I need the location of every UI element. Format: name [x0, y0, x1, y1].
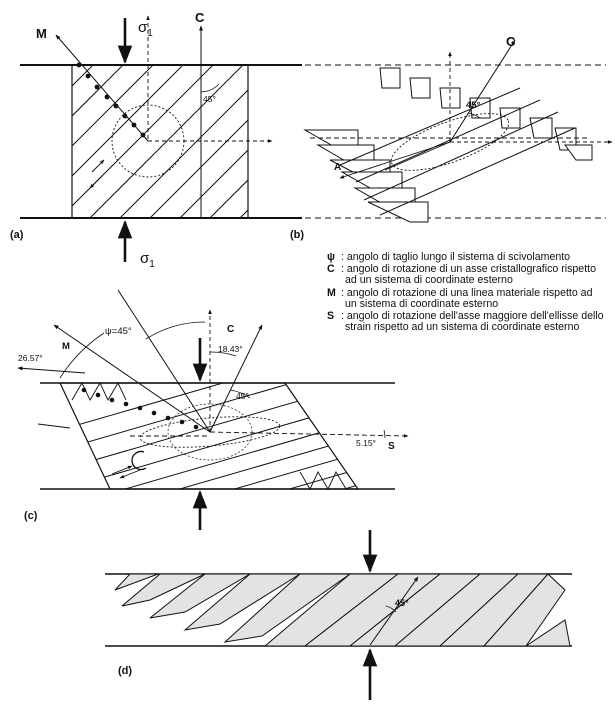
angle-s-c: 5.15° — [356, 438, 376, 448]
strain-ellipse-b — [390, 113, 510, 171]
legend-symbol: C — [327, 263, 335, 276]
c-label-a: C — [195, 10, 205, 25]
panel-d: 45° (d) — [105, 530, 572, 700]
angle-inner-c: 45° — [236, 391, 249, 401]
c-label-b: C — [506, 34, 516, 49]
panel-label-b: (b) — [290, 229, 304, 241]
angle-c-c: 18.43° — [218, 344, 243, 354]
legend-text: : angolo di rotazione di un asse cristal… — [341, 263, 596, 287]
slip-lines-a — [72, 65, 248, 218]
angle-a: 45° — [203, 94, 216, 104]
slip-lines-c — [60, 383, 358, 489]
legend-text: : angolo di rotazione dell'asse maggiore… — [341, 310, 604, 334]
panel-a: M σ1 σ1 C 45° (a) — [10, 10, 302, 270]
legend-text: : angolo di taglio lungo il sistema di s… — [341, 251, 571, 263]
legend-symbol: S — [327, 310, 335, 323]
sigma-label-bottom-a: σ1 — [140, 250, 155, 270]
legend: ψ : angolo di taglio lungo il sistema di… — [327, 251, 607, 334]
legend-symbol: M — [327, 286, 336, 299]
s-label-c: S — [388, 441, 395, 452]
angle-m-c: 26.57° — [18, 353, 43, 363]
c-label-c: C — [227, 324, 234, 335]
legend-text: : angolo di rotazione di una linea mater… — [341, 286, 593, 310]
angle-d: 45° — [395, 598, 409, 608]
axis-d — [369, 576, 419, 646]
lamellae-d — [114, 573, 571, 647]
a-label-b: A — [334, 162, 341, 173]
c-axis-b — [449, 39, 516, 143]
m-line-c — [53, 324, 211, 433]
strain-ellipse-c — [139, 416, 281, 448]
angle-psi-c: ψ=45° — [105, 326, 132, 337]
sigma-label-top-a: σ1 — [138, 19, 153, 39]
panel-b: C 45° A (b) — [290, 34, 613, 241]
lamellae-b — [303, 67, 593, 223]
panel-c: M 26.57° ψ=45° C 18.43° 45° 5.15° S (c) — [17, 289, 409, 530]
angle-b: 45° — [466, 100, 481, 111]
legend-item-psi: ψ : angolo di taglio lungo il sistema di… — [327, 251, 607, 263]
m-label-a: M — [36, 26, 47, 41]
panel-label-a: (a) — [10, 229, 24, 241]
material-points-c — [81, 387, 199, 430]
teeth-c — [71, 382, 347, 490]
c-axis-c — [209, 324, 263, 433]
rotation-arrow-c — [131, 450, 147, 471]
legend-item-c: C : angolo di rotazione di un asse crist… — [327, 263, 607, 287]
legend-symbol: ψ — [327, 251, 335, 263]
legend-item-m: M : angolo di rotazione di una linea mat… — [327, 286, 607, 310]
m-label-c: M — [62, 341, 70, 352]
panel-label-c: (c) — [24, 510, 38, 522]
panel-label-d: (d) — [118, 665, 132, 677]
legend-item-s: S : angolo di rotazione dell'asse maggio… — [327, 310, 607, 334]
material-points-a — [76, 62, 146, 138]
